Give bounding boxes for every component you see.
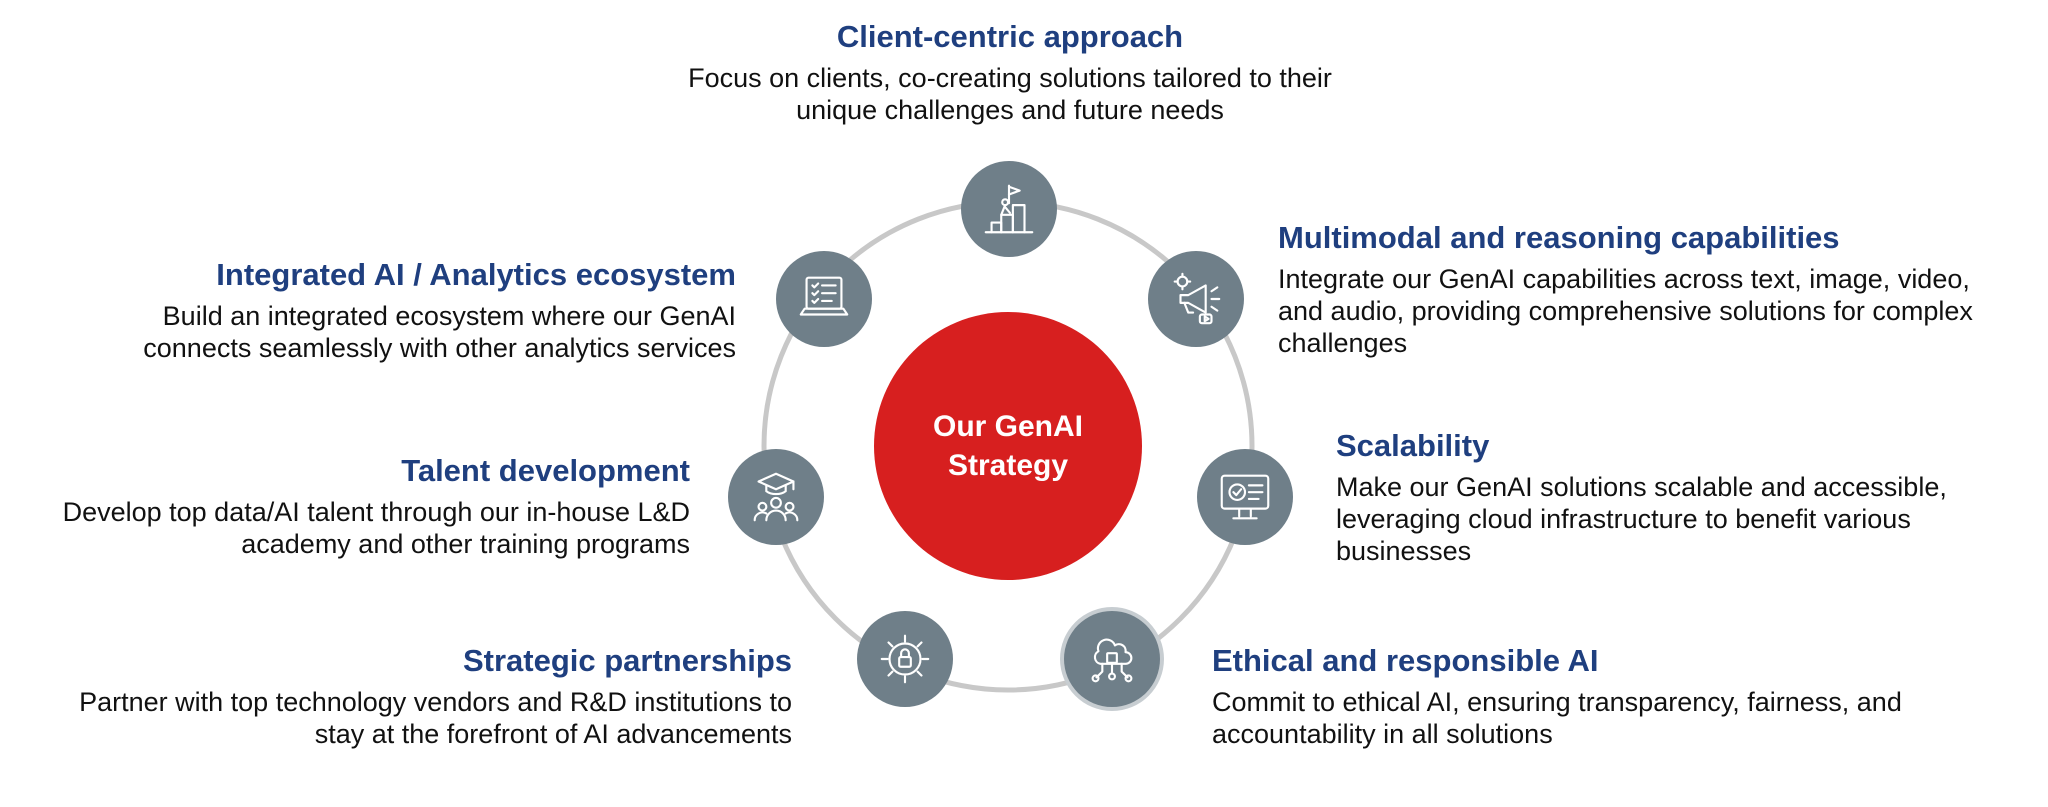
- pillar-title: Ethical and responsible AI: [1212, 643, 1599, 678]
- strategy-core-circle: Our GenAI Strategy: [874, 312, 1142, 580]
- pillar-ecosystem: Integrated AI / Analytics ecosystem Buil…: [84, 256, 736, 364]
- graduation-group-icon: [728, 449, 824, 545]
- pillar-multimodal: Multimodal and reasoning capabilities In…: [1278, 219, 1978, 359]
- pillar-title: Strategic partnerships: [462, 643, 792, 678]
- pillar-title: Multimodal and reasoning capabilities: [1278, 220, 1840, 255]
- megaphone-gear-icon: [1148, 251, 1244, 347]
- pillar-description: Commit to ethical AI, ensuring transpare…: [1212, 687, 1902, 749]
- pillar-title: Scalability: [1336, 428, 1490, 463]
- pillar-title: Client-centric approach: [836, 19, 1184, 54]
- pillar-partnerships: Strategic partnerships Partner with top …: [40, 642, 792, 750]
- monitor-check-icon: [1197, 449, 1293, 545]
- gear-lock-icon: [857, 611, 953, 707]
- cloud-chip-icon: [1064, 611, 1160, 707]
- pillar-title: Talent development: [401, 453, 690, 488]
- strategy-core-title: Our GenAI Strategy: [932, 410, 1083, 482]
- pillar-description: Focus on clients, co-creating solutions …: [688, 63, 1332, 125]
- pillar-description: Integrate our GenAI capabilities across …: [1278, 264, 1973, 358]
- pillar-scalability: Scalability Make our GenAI solutions sca…: [1336, 427, 1976, 567]
- pillar-description: Make our GenAI solutions scalable and ac…: [1336, 472, 1947, 566]
- pillar-description: Develop top data/AI talent through our i…: [62, 497, 690, 559]
- pillar-client-centric: Client-centric approach Focus on clients…: [640, 18, 1380, 126]
- laptop-checklist-icon: [776, 251, 872, 347]
- pillar-talent: Talent development Develop top data/AI t…: [60, 452, 690, 560]
- pillar-ethical: Ethical and responsible AI Commit to eth…: [1212, 642, 1972, 750]
- pillar-title: Integrated AI / Analytics ecosystem: [216, 257, 736, 292]
- summit-flag-icon: [961, 161, 1057, 257]
- pillar-description: Build an integrated ecosystem where our …: [143, 301, 736, 363]
- pillar-description: Partner with top technology vendors and …: [79, 687, 792, 749]
